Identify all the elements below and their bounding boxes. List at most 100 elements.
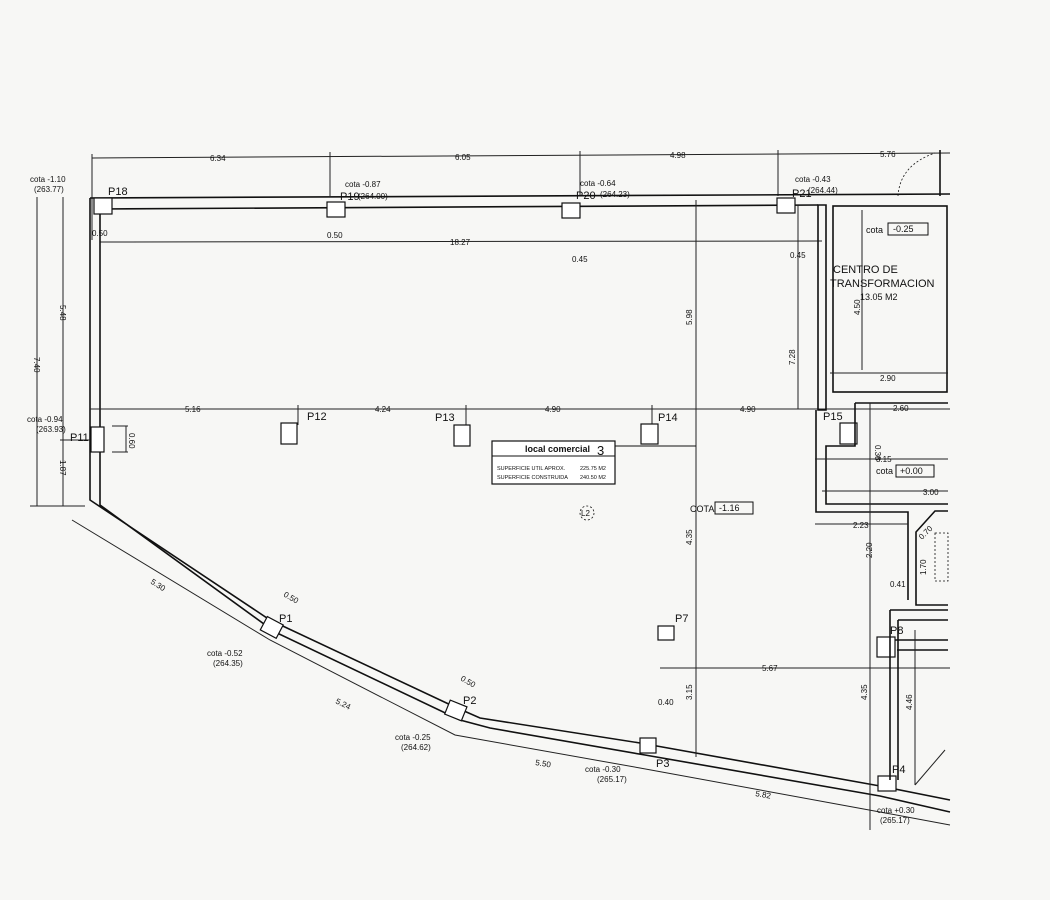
dim-label: 4.50	[853, 299, 862, 315]
dim-label: 0.41	[890, 580, 906, 589]
room-title: CENTRO DE	[833, 264, 898, 276]
room-area: 13.05 M2	[860, 292, 898, 302]
level-label: (264.62)	[401, 743, 431, 752]
local-number: 3	[597, 443, 604, 458]
center-vertical-dimension: 5.98 4.35 3.15 5.67	[660, 200, 950, 757]
level-label: cota -0.43	[795, 175, 831, 184]
dim-label: 3.15	[876, 455, 892, 464]
local-title: local comercial	[525, 444, 590, 454]
column-label: P13	[435, 412, 455, 424]
column-label: P2	[463, 695, 476, 707]
level-label: cota -0.87	[345, 180, 381, 189]
dim-label: 4.90	[740, 405, 756, 414]
dim-label: 0.60	[127, 433, 136, 449]
level-label: (265.17)	[597, 775, 627, 784]
dim-label: 0.38	[873, 445, 882, 461]
column-p3	[639, 737, 657, 754]
dim-label: 5.82	[755, 789, 772, 801]
level-label: (265.17)	[880, 816, 910, 825]
dim-label: 4.46	[905, 694, 914, 710]
level-label: cota -0.52	[207, 649, 243, 658]
level-label: cota +0.30	[877, 806, 915, 815]
level-label: (263.77)	[34, 185, 64, 194]
dim-label: 5.67	[762, 664, 778, 673]
dim-label: 4.98	[670, 151, 686, 160]
dim-label: 0.50	[92, 229, 108, 238]
dim-label: 4.24	[375, 405, 391, 414]
level-value: -1.16	[719, 503, 740, 513]
dim-label: 5.50	[535, 758, 552, 769]
column-label: P14	[658, 412, 678, 424]
dim-label: 4.90	[545, 405, 561, 414]
columns: P18 0.50 cota -1.10 (263.77) P19 0.50 co…	[27, 175, 915, 825]
dim-label: 5.76	[880, 150, 896, 159]
area-label: SUPERFICIE CONSTRUIDA	[497, 475, 568, 481]
top-dimension-line: 6.34 6.05 4.98 5.76	[91, 150, 951, 240]
column-p19	[326, 201, 346, 218]
dim-label: 6.34	[210, 154, 226, 163]
dim-label: 2.60	[893, 404, 909, 413]
column-p18	[93, 197, 113, 215]
local-info-box: local comercial 3 SUPERFICIE UTIL APROX.…	[491, 440, 754, 521]
dim-label: 2.90	[880, 374, 896, 383]
dim-label: 1.70	[919, 559, 928, 575]
column-p14	[640, 423, 659, 445]
level-label: cota -0.30	[585, 765, 621, 774]
stair-room: 2.60 3.15 3.00 2.23 2.20 0.38 cota +0.00…	[815, 402, 949, 830]
column-p13	[453, 424, 471, 447]
dim-label: 1.87	[58, 460, 67, 476]
level-label: COTA	[690, 504, 714, 514]
level-label: cota -0.94	[27, 415, 63, 424]
level-label: cota -0.64	[580, 179, 616, 188]
column-label: P11	[70, 432, 89, 444]
dim-label: 2.23	[853, 521, 869, 530]
dim-label: 0.50	[282, 590, 300, 606]
dim-label: 5.16	[185, 405, 201, 414]
column-label: P1	[279, 613, 292, 625]
dim-label: 0.40	[658, 698, 674, 707]
level-label: (264.23)	[600, 190, 630, 199]
dim-label: 2.20	[865, 542, 874, 558]
dim-label: 4.35	[860, 684, 869, 700]
level-label: cota -1.10	[30, 175, 66, 184]
area-value: 240.50 M2	[580, 475, 606, 481]
top-wall: 18.27	[89, 193, 951, 247]
dim-label: 6.05	[455, 153, 471, 162]
level-label: (264.44)	[808, 186, 838, 195]
level-label: cota	[876, 466, 893, 476]
column-p4	[877, 775, 897, 792]
dim-label: 5.24	[334, 697, 352, 712]
column-label: P20	[576, 190, 596, 202]
room-title: TRANSFORMACION	[830, 278, 935, 290]
dim-label: 0.50	[327, 231, 343, 240]
column-label: P7	[675, 613, 688, 625]
level-label: (263.93)	[36, 425, 66, 434]
level-label: cota -0.25	[395, 733, 431, 742]
column-label: P19	[340, 191, 360, 203]
level-label: cota	[866, 225, 883, 235]
column-p2	[443, 699, 468, 722]
column-p20	[561, 202, 581, 219]
dim-label: 3.15	[685, 684, 694, 700]
column-label: P21	[792, 188, 812, 200]
transformer-room: 7.28 cota -0.25 CENTRO DE TRANSFORMACION…	[788, 204, 948, 411]
column-p12	[280, 422, 298, 445]
column-label: P8	[890, 625, 903, 637]
column-p15	[839, 422, 858, 445]
dim-label: 0.50	[459, 674, 477, 690]
column-p21	[776, 197, 796, 214]
area-label: SUPERFICIE UTIL APROX.	[497, 466, 566, 472]
column-label: P18	[108, 186, 128, 198]
local-tag: L2	[581, 509, 590, 518]
column-label: P12	[307, 411, 327, 423]
dim-label: 7.40	[32, 357, 41, 373]
level-label: (264.00)	[358, 192, 388, 201]
column-p7	[657, 625, 675, 641]
level-value: -0.25	[893, 224, 914, 234]
dim-label: 5.48	[58, 305, 67, 321]
dim-label: 5.98	[685, 309, 694, 325]
level-value: +0.00	[900, 466, 923, 476]
dim-label: 7.28	[788, 349, 797, 365]
column-label: P15	[823, 411, 843, 423]
